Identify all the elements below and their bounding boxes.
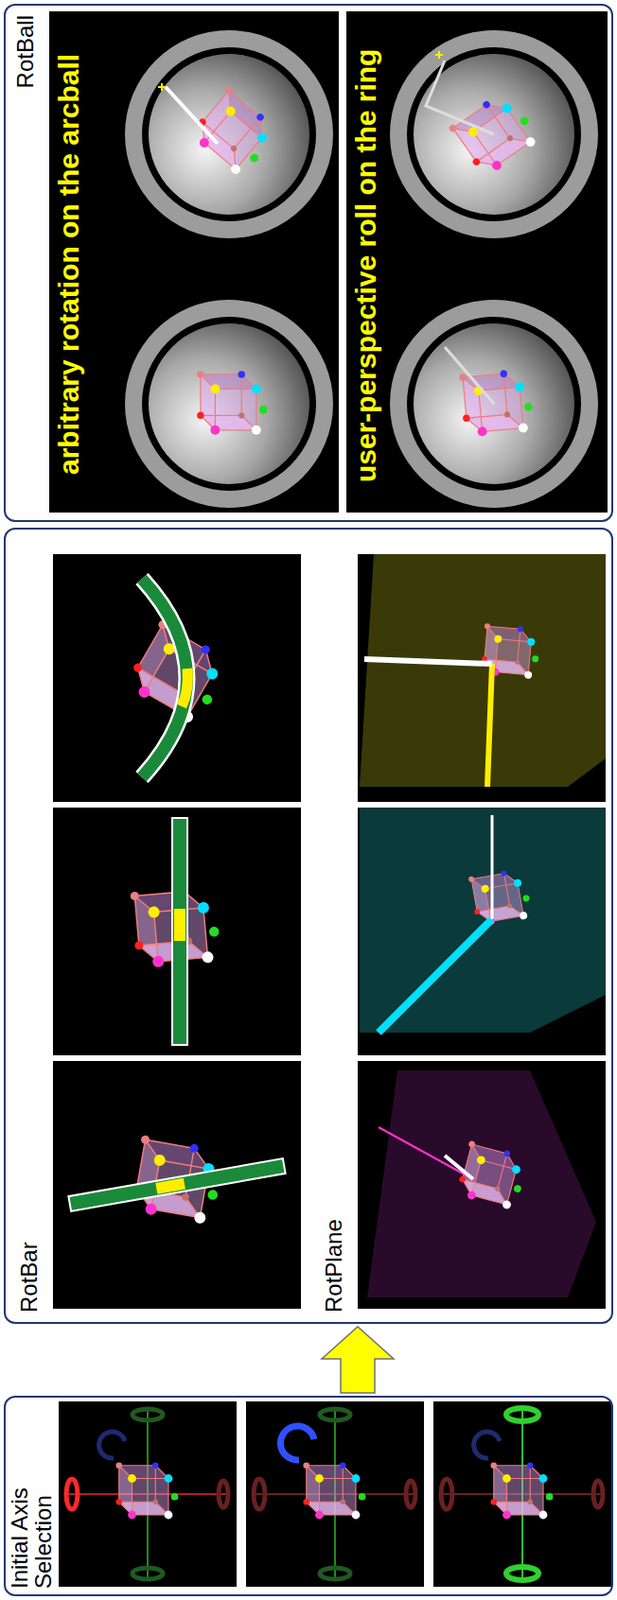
rotplane-image [357, 1061, 606, 1310]
panel-box: RotBar RotPlane [3, 528, 614, 1325]
axis-image [246, 1402, 424, 1588]
rotbar-image [52, 808, 301, 1057]
panel-heading: Initial Axis Selection [7, 1410, 55, 1590]
panel-heading: RotPlane [321, 1219, 346, 1314]
axis-image [433, 1402, 612, 1588]
rotplane-image [357, 554, 606, 803]
rotplane-image [357, 808, 606, 1057]
caption-label: arbitrary rotation on the arcball [52, 53, 85, 476]
panel-box: Initial Axis Selection [3, 1396, 614, 1598]
rotball-image [346, 11, 608, 513]
rotbar-image [52, 554, 301, 803]
rotbar-image [52, 1061, 301, 1310]
caption-label: user-perspective roll on the ring [350, 49, 382, 483]
panel-heading: RotBar [17, 1242, 41, 1314]
axis-image [58, 1402, 237, 1588]
panel-heading: RotBall [13, 15, 37, 89]
panel-box: RotBall [3, 3, 614, 523]
rotball-image [49, 11, 339, 513]
block-arrow [321, 1327, 394, 1394]
